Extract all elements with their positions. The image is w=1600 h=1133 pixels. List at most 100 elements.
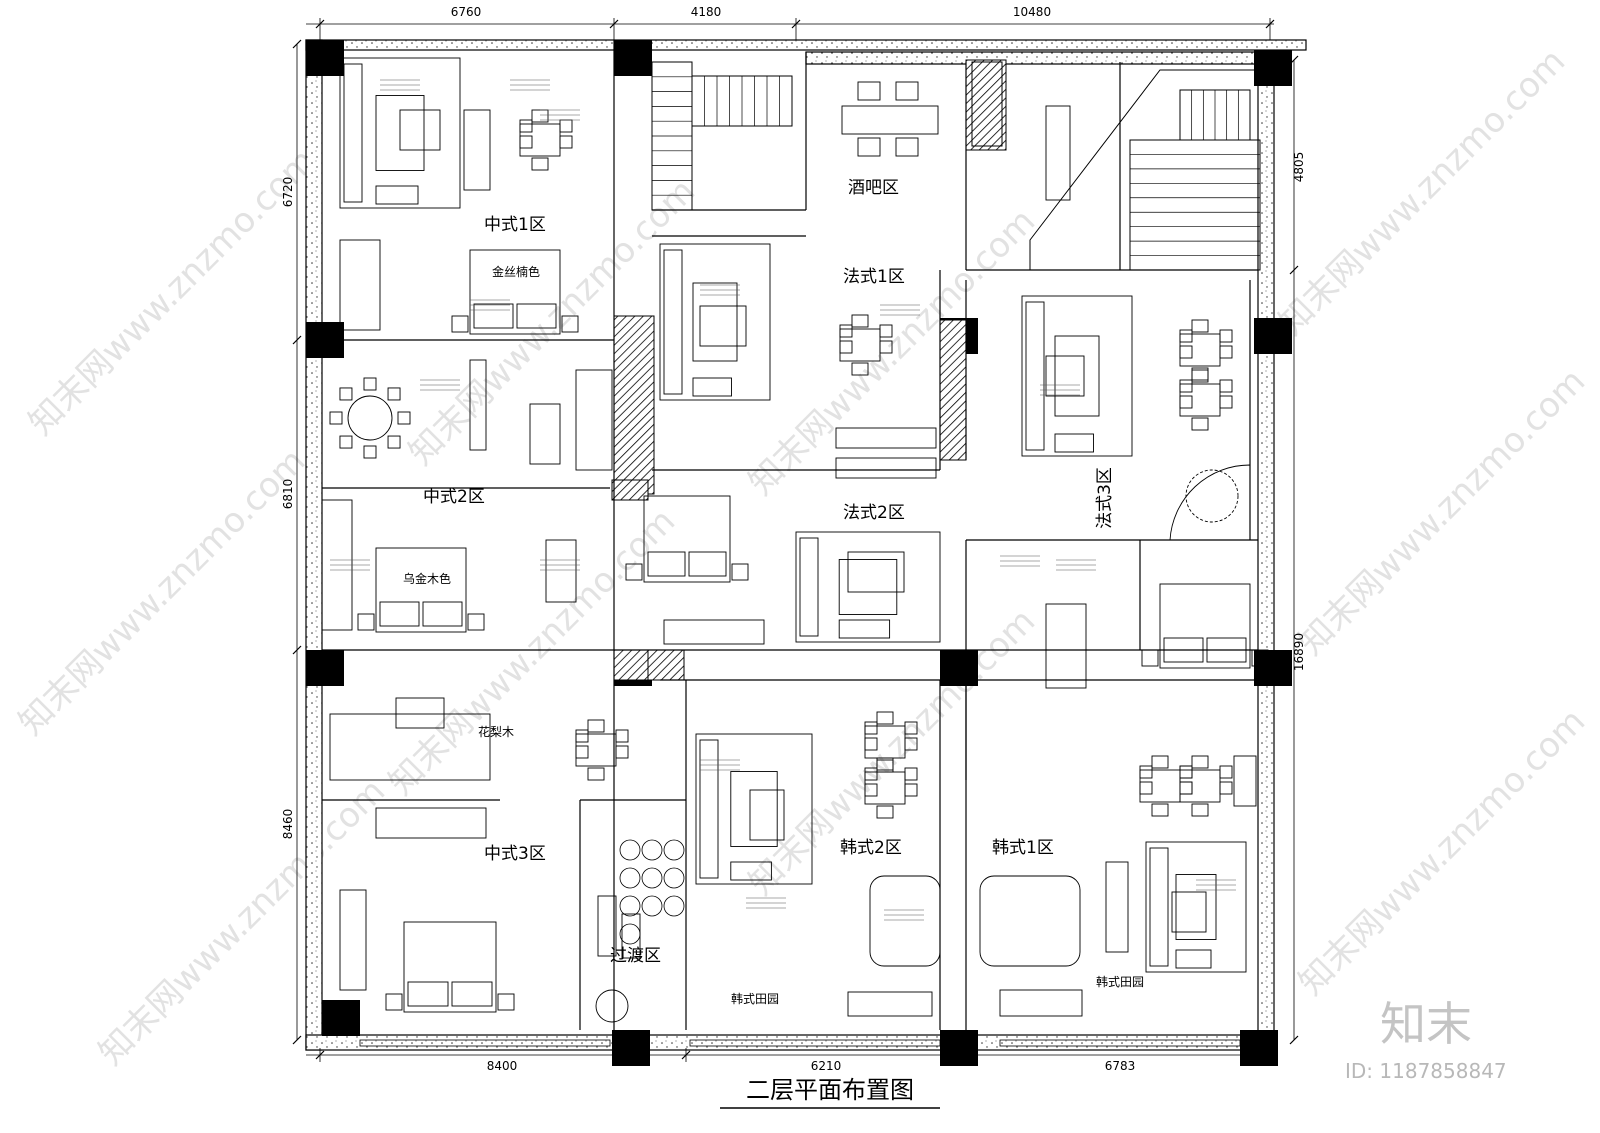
dining-chair (1191, 417, 1209, 431)
dining-chair (1179, 329, 1193, 343)
dining-chair (1179, 345, 1193, 359)
potted-plant (663, 839, 685, 861)
potted-plant (663, 867, 685, 889)
potted-plant (641, 839, 663, 861)
bar-stool (895, 137, 919, 157)
watermark-brand-text: 知末 (1380, 997, 1472, 1051)
potted-plant (641, 895, 663, 917)
dining-chair (876, 757, 894, 771)
round-chair (339, 387, 353, 401)
dining-chair (615, 745, 629, 759)
round-chair (329, 411, 343, 425)
dining-chair (615, 729, 629, 743)
armchair-row (375, 807, 487, 839)
bed-pillow (688, 551, 727, 577)
dimension-tick (1289, 265, 1299, 275)
label-jinsi: 金丝楠色 (492, 264, 540, 279)
window-strip (999, 1039, 1241, 1047)
diagonal-watermark: 知末网www.znzmo.com (11, 441, 313, 743)
round-chair (397, 411, 411, 425)
dining-chair (904, 783, 918, 797)
zone-label-fs1: 法式1区 (843, 267, 905, 287)
display-cabinet (575, 369, 613, 471)
potted-plant (619, 923, 641, 945)
hardwood-sofa (329, 713, 491, 781)
round-chair (387, 435, 401, 449)
dining-chair (1191, 319, 1209, 333)
diagonal-watermark: 知末网www.znzmo.com (21, 141, 323, 443)
dim-top-2: 4180 (691, 5, 722, 19)
dim-top-1: 6760 (451, 5, 482, 19)
tv-cabinet (835, 427, 937, 449)
curved-bed (869, 875, 941, 967)
dimension-tick (292, 1035, 302, 1045)
dining-chair (519, 119, 533, 133)
potted-plant (619, 895, 641, 917)
coffee-table (1175, 874, 1217, 940)
dining-chair (864, 737, 878, 751)
display-cabinet (529, 403, 561, 465)
stair-landing (1029, 69, 1259, 271)
dim-bottom-3: 6783 (1105, 1059, 1136, 1073)
dining-chair (1179, 395, 1193, 409)
hatched-wall (647, 649, 685, 681)
sofa (1149, 847, 1169, 967)
bed-frame (403, 921, 497, 1013)
structural-column (306, 40, 344, 76)
zone-label-fs2: 法式2区 (843, 503, 905, 523)
sofa (663, 249, 683, 395)
dining-table (1179, 383, 1221, 417)
dining-chair (1219, 765, 1233, 779)
sofa-area (795, 531, 941, 643)
bed-frame (643, 495, 731, 583)
sofa (1025, 301, 1045, 451)
structural-column (322, 1000, 360, 1036)
bed-pillow (1206, 637, 1247, 663)
label-garden-left: 韩式田园 (731, 991, 779, 1006)
desk (545, 539, 577, 603)
label-huali: 花梨木 (478, 724, 514, 739)
armchair (375, 185, 419, 205)
nightstand (1251, 649, 1269, 667)
dining-chair (559, 119, 573, 133)
zone-label-bar: 酒吧区 (848, 178, 899, 198)
bar-stool (857, 137, 881, 157)
window-strip (689, 1039, 941, 1047)
dining-chair (879, 340, 893, 354)
dining-chair (1219, 395, 1233, 409)
armchair (838, 619, 891, 639)
dining-chair (1191, 755, 1209, 769)
dimension-tick (1289, 55, 1299, 65)
armchair (730, 861, 772, 881)
sofa-area (659, 243, 771, 401)
bed-pillow (451, 981, 493, 1007)
tv-cabinet (847, 991, 933, 1017)
inner-wall-outline (321, 49, 1259, 1036)
stair-outline (1129, 139, 1261, 271)
bar-shelf (1045, 105, 1071, 201)
armchair (1054, 433, 1094, 453)
zone-label-zs2: 中式2区 (423, 487, 485, 507)
coffee-table (1171, 891, 1207, 933)
dim-top-3: 10480 (1013, 5, 1051, 19)
sofa-area (1145, 841, 1247, 973)
zone-label-hs1: 韩式1区 (992, 838, 1054, 858)
bench (597, 895, 617, 957)
bed-frame (1159, 583, 1251, 669)
coffee-table (692, 282, 738, 362)
nightstand (1141, 649, 1159, 667)
nightstand (561, 315, 579, 333)
bed-pillow (473, 303, 514, 329)
dining-chair (1219, 781, 1233, 795)
dining-chair (559, 135, 573, 149)
nightstand (357, 613, 375, 631)
label-wujin: 乌金木色 (403, 571, 451, 586)
coffee-table (847, 551, 905, 593)
dimension-tick (292, 39, 302, 49)
bed-pillow (379, 601, 420, 627)
dining-table (575, 733, 617, 767)
dining-chair (1219, 329, 1233, 343)
large-plant (1185, 469, 1239, 523)
hatched-wall (939, 319, 967, 461)
